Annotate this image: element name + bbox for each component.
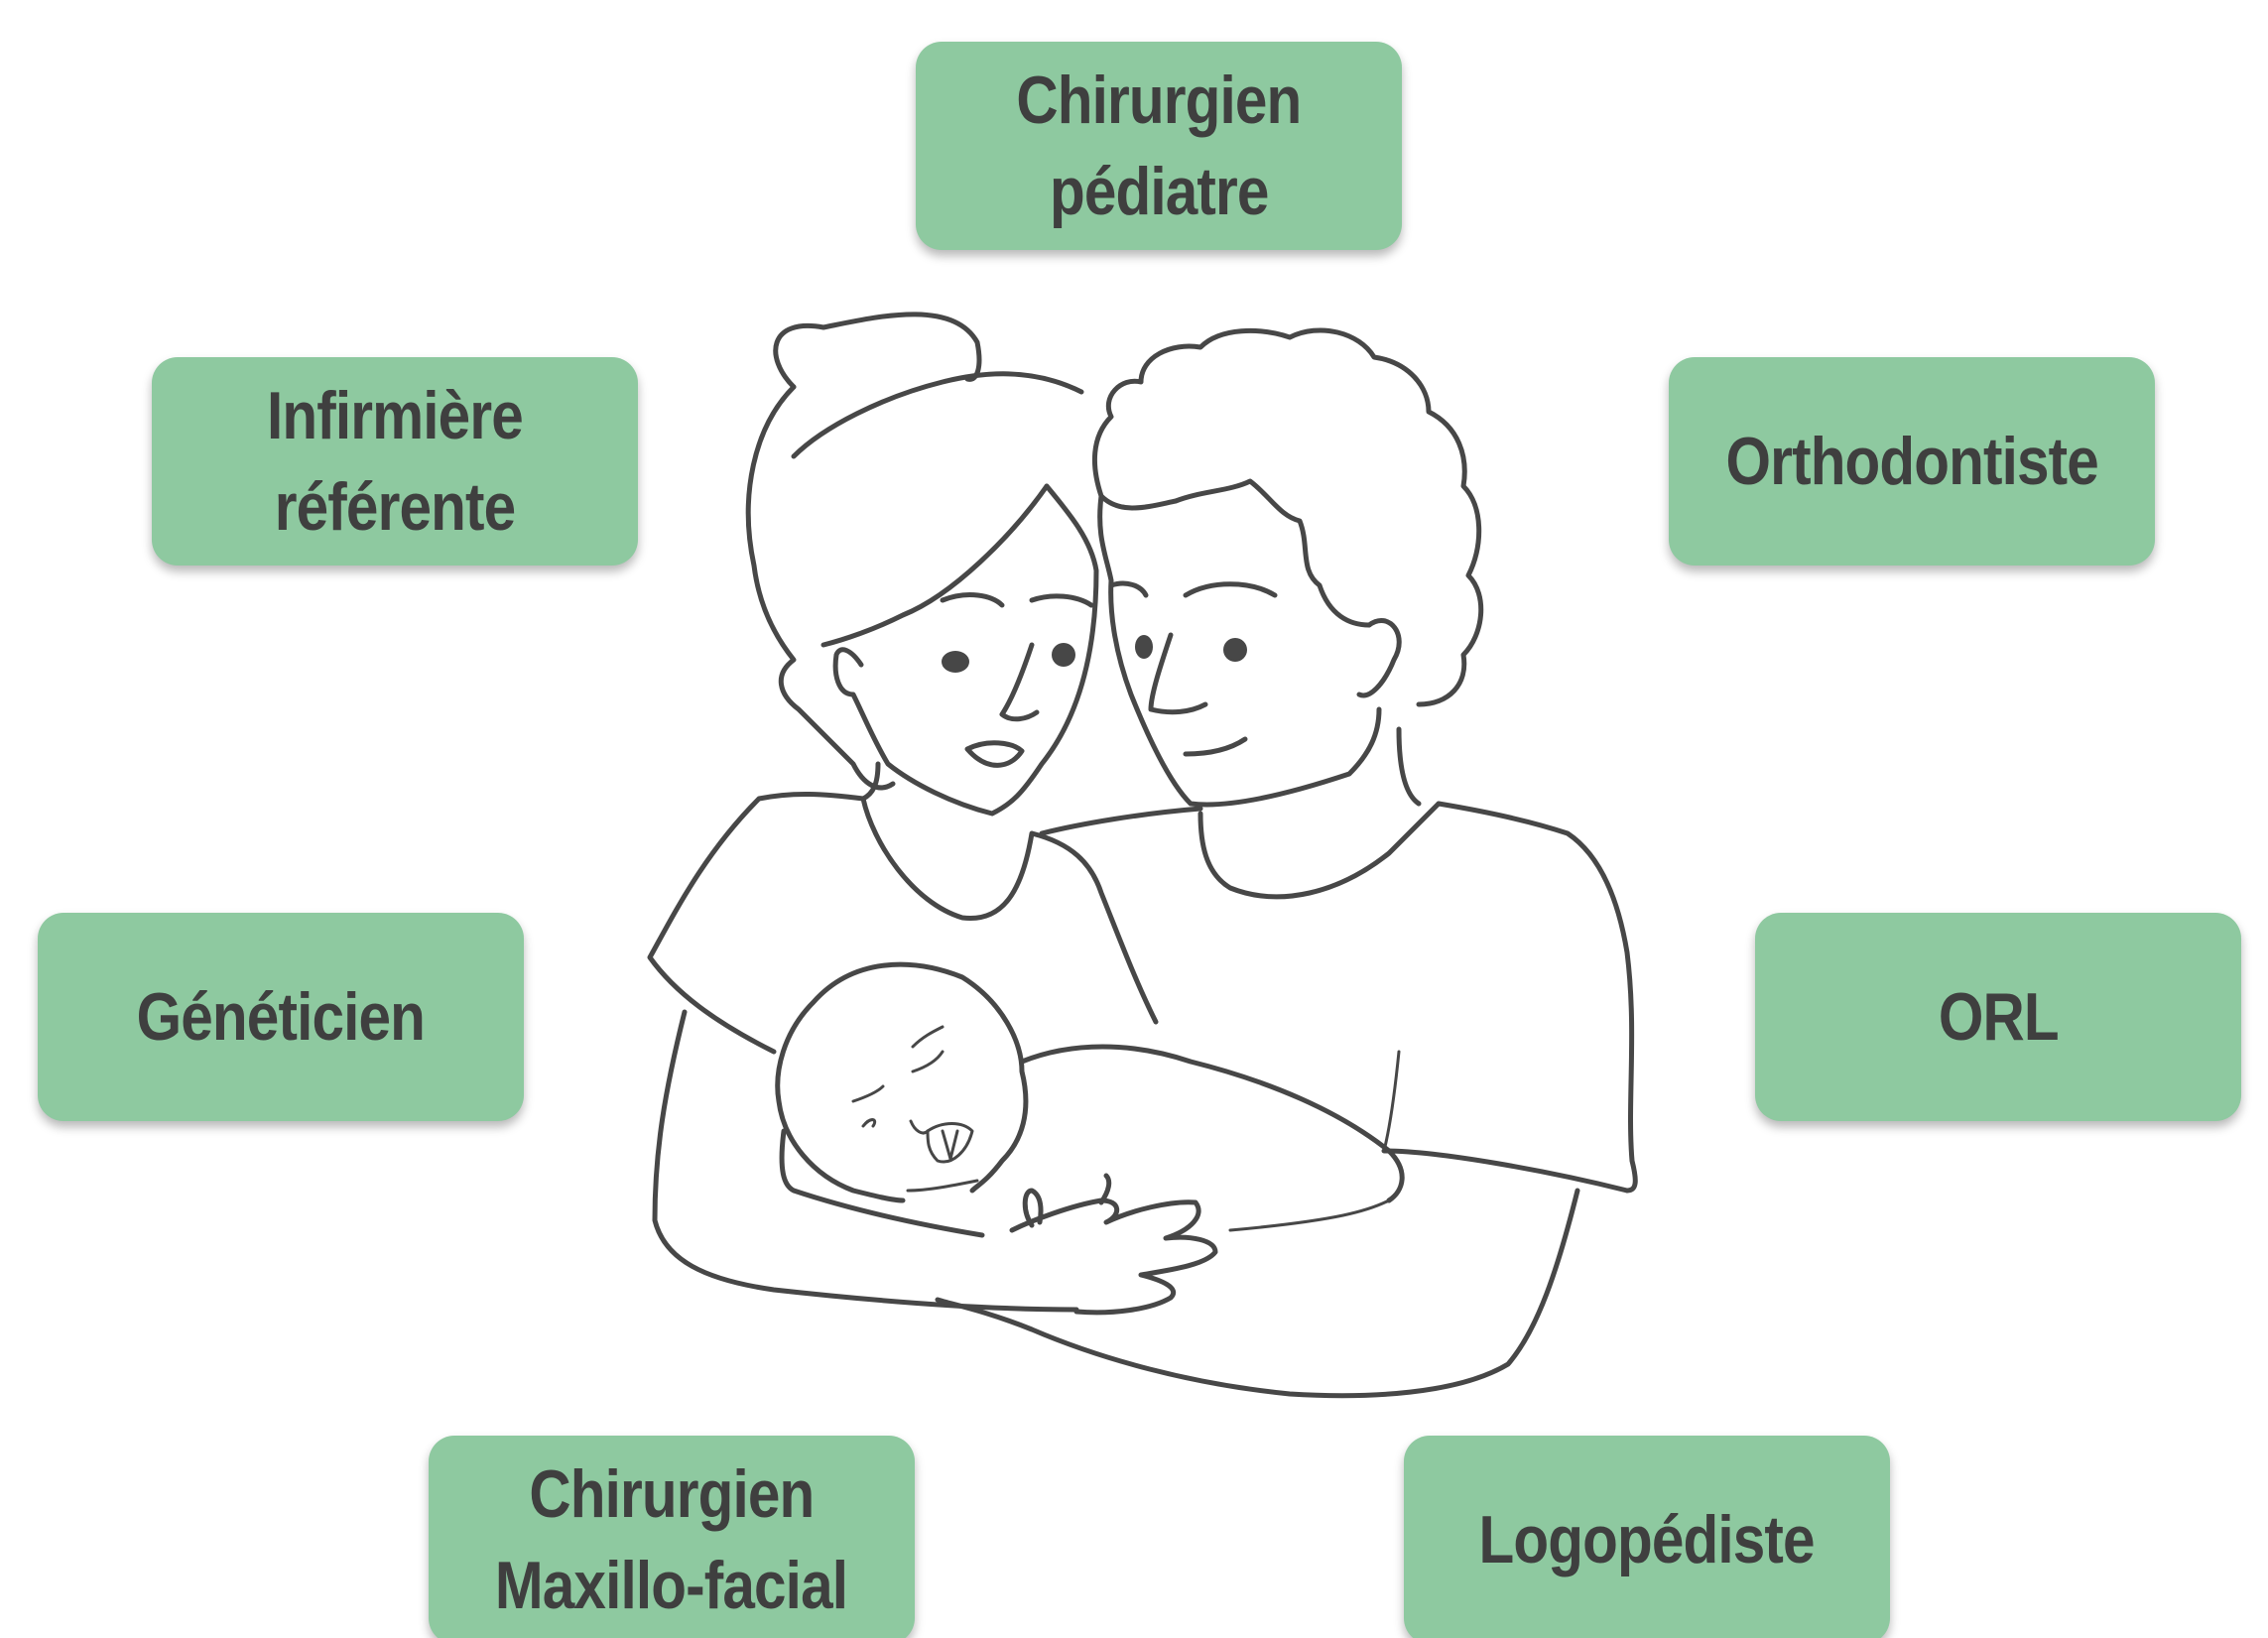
role-orl: ORL [1755,913,2241,1121]
mother-nose [1002,645,1037,719]
mother-arm-left [655,1012,1076,1310]
role-chirurgien-maxillo-facial: Chirurgien Maxillo-facial [429,1436,915,1638]
role-infirmiere-referente: Infirmière référente [152,357,638,566]
baby-eye-closed-2 [853,1086,883,1101]
role-line: Chirurgien [1016,55,1301,146]
role-line: Logopédiste [1479,1494,1815,1585]
mother-eyebrow-right [1032,596,1091,605]
father-eye-left [1135,635,1153,659]
father-shirt-crease [1384,1052,1399,1151]
mother-hair-bun [776,315,979,387]
father-eye-right [1223,638,1247,662]
role-line: Infirmière [267,370,523,461]
mother-eye-right [1052,643,1075,667]
father-eyebrow-left [1111,583,1146,595]
role-line: référente [275,461,516,553]
mother-shirt [650,794,1156,1052]
mother-eye-left [942,651,969,673]
role-line: pédiatre [1050,146,1269,237]
father-neck [1200,804,1439,897]
role-logopediste: Logopédiste [1404,1436,1890,1638]
father-ear [1359,620,1399,694]
father-neck-line [1399,729,1419,804]
role-line: ORL [1939,971,2059,1063]
baby-ear [863,1120,875,1126]
role-line: Orthodontiste [1725,416,2097,507]
baby-eyebrow [913,1027,943,1047]
role-line: Maxillo-facial [495,1540,847,1631]
mother-hair [748,374,1081,788]
father-mouth [1186,739,1245,754]
role-geneticien: Généticien [38,913,524,1121]
baby-nose [911,1121,928,1133]
baby-head [778,964,1026,1200]
role-chirurgien-pediatre: Chirurgien pédiatre [916,42,1402,250]
role-line: Chirurgien [529,1449,814,1540]
baby-blanket [782,1047,1402,1235]
baby-cleft-lip [928,1124,972,1162]
father-shirt-left [1042,809,1200,833]
father-nose [1151,635,1205,712]
father-sleeve [1384,1151,1627,1191]
mother-mouth [967,743,1022,766]
baby-eye-closed [913,1052,943,1071]
father-shirt-right [1439,804,1635,1191]
role-line: Généticien [137,971,425,1063]
mother-eyebrow-left [943,595,1002,605]
father-shirt-hem [1230,1200,1389,1230]
mother-hand [1012,1176,1215,1313]
baby-chin [908,1181,977,1191]
role-orthodontiste: Orthodontiste [1669,357,2155,566]
father-eyebrow-right [1186,584,1275,595]
